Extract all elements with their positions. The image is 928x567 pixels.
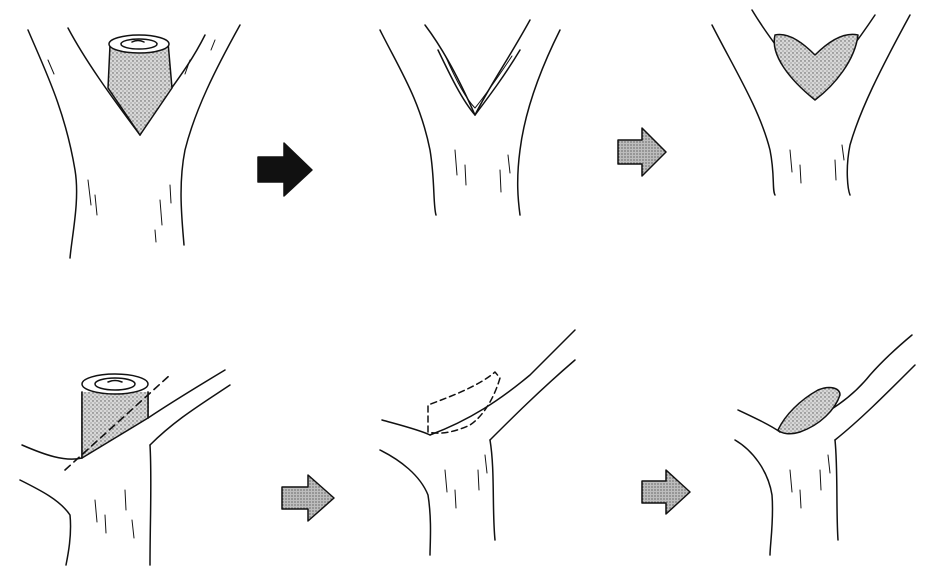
right-arrow-icon — [618, 128, 666, 176]
v-fork-with-stub-illustration — [28, 25, 240, 258]
right-arrow-icon — [282, 475, 334, 521]
right-arrow-icon — [642, 470, 690, 514]
v-fork-stub-removed-illustration — [380, 20, 560, 215]
right-arrow-icon — [258, 143, 312, 196]
v-fork-callused-wound-illustration — [712, 10, 910, 195]
lateral-branch-callused-wound-illustration — [735, 335, 915, 555]
lateral-branch-cut-outline-illustration — [380, 330, 575, 555]
lateral-branch-with-stub-illustration — [20, 370, 230, 565]
